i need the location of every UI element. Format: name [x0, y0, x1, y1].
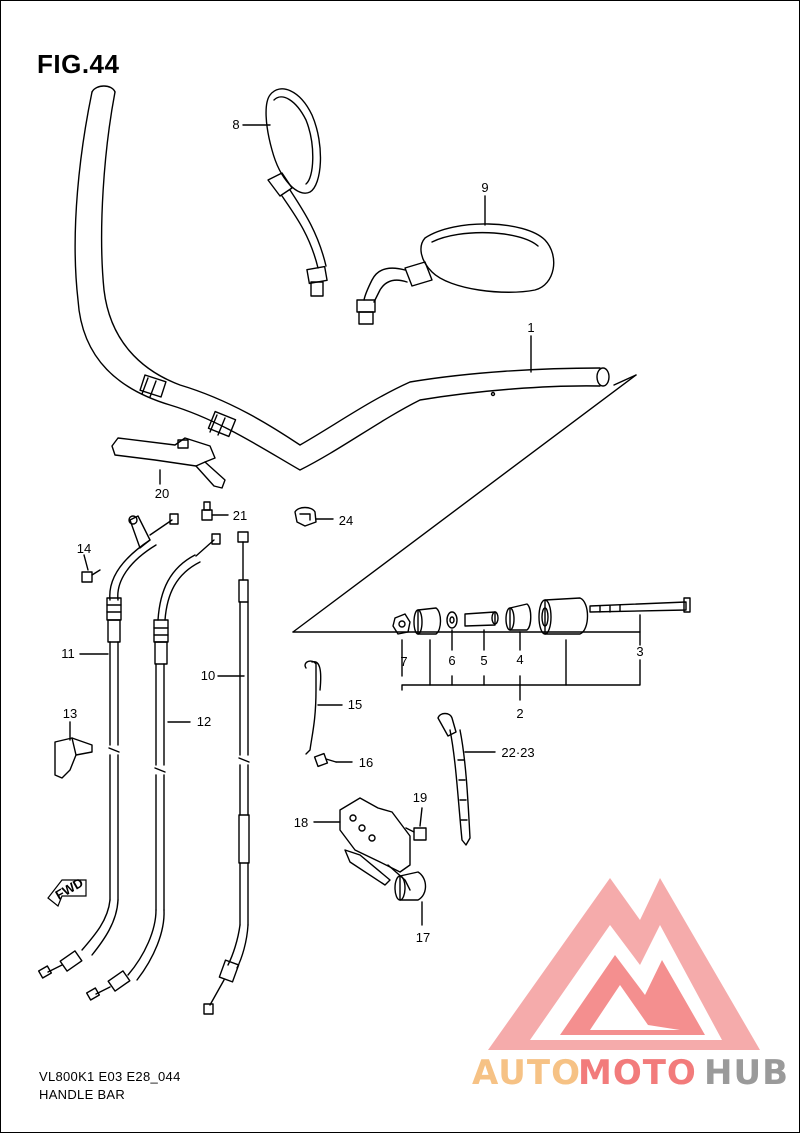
callout-20: 20 [155, 486, 169, 501]
callout-13: 13 [63, 706, 77, 721]
cable-tie [437, 712, 471, 846]
callout-6: 6 [448, 653, 455, 668]
callout-16: 16 [359, 755, 373, 770]
automotohub-logo: AUTO MOTO HUB [472, 878, 789, 1093]
callout-labels: 1 2 3 4 5 6 7 8 9 10 11 12 13 14 15 16 1… [61, 117, 643, 945]
throttle-cable-11 [37, 513, 179, 979]
mirror-right [356, 223, 555, 325]
callout-14: 14 [77, 541, 91, 556]
callout-9: 9 [481, 180, 488, 195]
callout-7: 7 [400, 654, 407, 669]
logo-text-moto: MOTO [578, 1053, 697, 1093]
callout-5: 5 [480, 653, 487, 668]
callout-12: 12 [197, 714, 211, 729]
callout-15: 15 [348, 697, 362, 712]
throttle-cable-12 [85, 533, 221, 1001]
screw-14 [81, 569, 101, 583]
clip-15 [304, 660, 322, 755]
figure-title: FIG.44 [37, 49, 120, 79]
callout-21: 21 [233, 508, 247, 523]
callout-22-23: 22·23 [501, 745, 534, 760]
clamp-24 [294, 506, 334, 527]
callout-4: 4 [516, 652, 523, 667]
callout-18: 18 [294, 815, 308, 830]
clutch-cable-10 [203, 531, 250, 1015]
screw-21 [201, 501, 229, 521]
bolt-16 [313, 752, 337, 768]
callout-24: 24 [339, 513, 353, 528]
callout-17: 17 [416, 930, 430, 945]
mirror-left [265, 88, 328, 297]
section-name: HANDLE BAR [39, 1087, 126, 1102]
callout-10: 10 [201, 668, 215, 683]
callout-1: 1 [527, 320, 534, 335]
callout-8: 8 [232, 117, 239, 132]
callout-3: 3 [636, 644, 643, 659]
cable-guide-bracket [111, 437, 226, 489]
bolt-19 [405, 827, 427, 841]
callout-19: 19 [413, 790, 427, 805]
logo-text-auto: AUTO [472, 1053, 581, 1093]
callout-11: 11 [61, 646, 75, 661]
fwd-label: FWD [53, 875, 86, 903]
logo-text-hub: HUB [704, 1053, 789, 1093]
handlebar-part [74, 85, 610, 471]
bracket-18 [339, 797, 427, 901]
cable-clip-13 [54, 737, 93, 779]
model-code: VL800K1 E03 E28_044 [39, 1069, 181, 1084]
fwd-arrow-icon: FWD [47, 875, 87, 907]
callout-2: 2 [516, 706, 523, 721]
bar-end-assembly [392, 597, 691, 635]
